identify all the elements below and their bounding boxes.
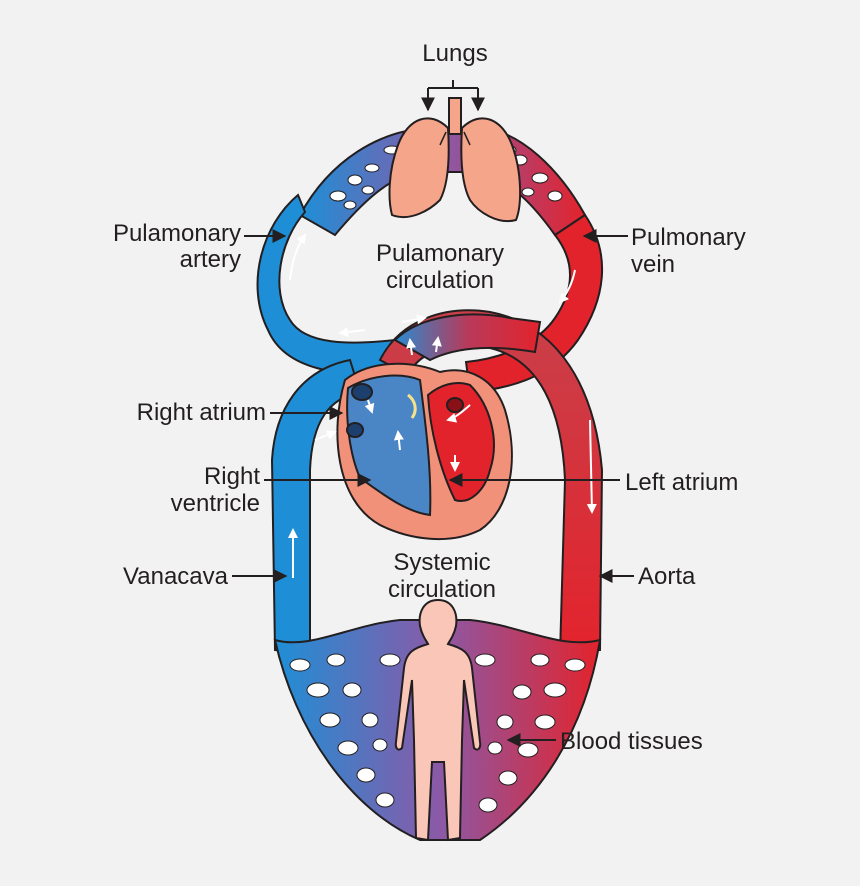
heart-illustration bbox=[336, 362, 513, 540]
right-atrium-label: Right atrium bbox=[137, 399, 266, 426]
vena-cava-label: Vanacava bbox=[123, 563, 229, 590]
systemic-circulation-label-line1: Systemic bbox=[393, 549, 490, 576]
flow-arrows bbox=[288, 233, 597, 578]
crossing-vessel bbox=[393, 313, 542, 362]
leader-lines bbox=[232, 80, 634, 747]
human-figure bbox=[394, 598, 482, 842]
pulmonary-vein-label-line2: vein bbox=[631, 251, 675, 278]
left-lung bbox=[388, 117, 450, 219]
pulmonary-artery-label-line2: artery bbox=[180, 246, 241, 273]
right-ventricle-label-line2: ventricle bbox=[171, 490, 260, 517]
systemic-circulation-label-line2: circulation bbox=[388, 576, 496, 603]
lungs-bracket bbox=[428, 80, 478, 89]
vena-cava-vessel bbox=[270, 358, 362, 657]
pulmonary-circulation-label-line1: Pulamonary bbox=[376, 240, 504, 267]
lungs-label: Lungs bbox=[422, 40, 487, 67]
blood-tissues-label: Blood tissues bbox=[560, 728, 703, 755]
lungs-illustration bbox=[388, 97, 522, 223]
right-ventricle-label-line1: Right bbox=[204, 463, 260, 490]
labels: Lungs Pulamonary artery Pulamonary circu… bbox=[113, 40, 746, 755]
left-heart-chamber bbox=[426, 382, 495, 502]
left-atrium-label: Left atrium bbox=[625, 469, 738, 496]
pulmonary-circulation-label-line2: circulation bbox=[386, 267, 494, 294]
right-lung bbox=[460, 117, 522, 223]
trachea bbox=[448, 97, 462, 135]
pulmonary-artery-label-line1: Pulamonary bbox=[113, 220, 241, 247]
aorta-label: Aorta bbox=[638, 563, 696, 590]
pulmonary-vein-label-line1: Pulmonary bbox=[631, 224, 746, 251]
